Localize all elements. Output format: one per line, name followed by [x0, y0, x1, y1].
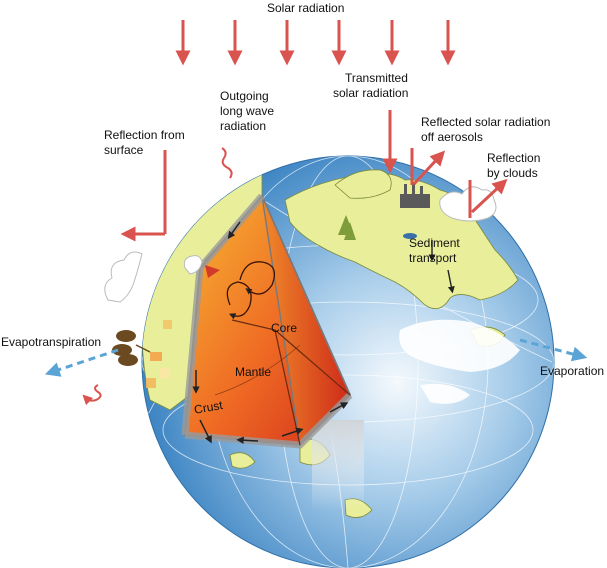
- label-transmitted-2: solar radiation: [333, 86, 409, 100]
- label-mantle: Mantle: [235, 365, 272, 379]
- label-reflection-surface-2: surface: [104, 143, 144, 157]
- evapotranspiration-arrow: [44, 348, 119, 377]
- outgoing-longwave-squiggle: [221, 147, 233, 179]
- label-core: Core: [271, 321, 298, 335]
- aerosol-reflection-arrows: [410, 148, 446, 186]
- crop-field-icon: [146, 320, 172, 388]
- sediment-column: [312, 420, 364, 510]
- tree-icon: [338, 215, 356, 240]
- label-reflection-clouds-2: by clouds: [487, 166, 538, 180]
- factory-icon: [400, 182, 430, 208]
- solar-radiation-arrows: [175, 20, 456, 66]
- label-reflected-aerosols-1: Reflected solar radiation: [421, 115, 551, 129]
- label-reflection-surface-1: Reflection from: [104, 128, 185, 142]
- surface-reflection-arrows: [120, 150, 167, 242]
- label-evaporation: Evaporation: [540, 364, 605, 378]
- forest-icon: [112, 330, 151, 366]
- cloud-icon: [104, 186, 497, 303]
- label-outgoing-longwave-3: radiation: [220, 119, 267, 133]
- label-sediment-2: transport: [409, 251, 457, 265]
- convection-loop: [239, 261, 276, 295]
- evaporation-arrow: [519, 338, 588, 362]
- label-outgoing-longwave-1: Outgoing: [220, 89, 269, 103]
- label-solar-radiation: Solar radiation: [267, 1, 345, 15]
- label-outgoing-longwave-2: long wave: [220, 104, 275, 118]
- label-reflection-clouds-1: Reflection: [487, 151, 541, 165]
- longwave-left-squiggle: [82, 384, 102, 406]
- sediment-arrows: [428, 240, 455, 294]
- cloud-reflection-arrows: [468, 178, 508, 218]
- label-transmitted-1: Transmitted: [345, 71, 408, 85]
- label-sediment-1: Sediment: [409, 236, 460, 250]
- lake: [403, 233, 417, 239]
- label-reflected-aerosols-2: off aerosols: [421, 130, 483, 144]
- label-evapotranspiration: Evapotranspiration: [1, 335, 102, 349]
- ocean-ice-clouds: [399, 319, 520, 404]
